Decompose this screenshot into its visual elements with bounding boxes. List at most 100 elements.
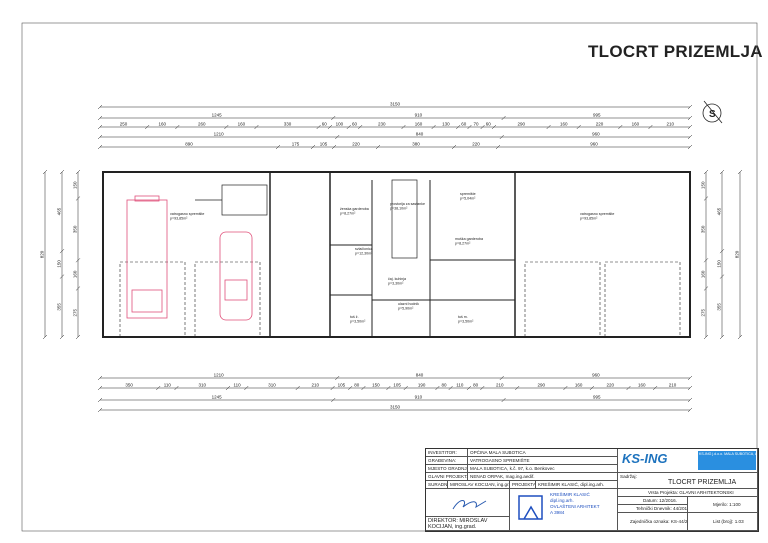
drawing-title: TLOCRT PRIZEMLJA — [588, 42, 763, 61]
content-block: Sadržaj: TLOCRT PRIZEMLJA — [618, 473, 758, 489]
dimension-label: 150 — [372, 383, 380, 388]
dimension-label: 840 — [416, 373, 424, 378]
svg-text:S: S — [709, 109, 716, 120]
dimension-label: 210 — [311, 383, 319, 388]
dimension-label: 190 — [418, 383, 426, 388]
dimension-label: 220 — [596, 122, 604, 127]
vehicle — [219, 231, 253, 321]
dimension-label: 960 — [592, 132, 600, 137]
dimension-label: 150 — [717, 260, 722, 268]
dimension-label: 60 — [461, 122, 467, 127]
dimension-label: 160 — [575, 383, 583, 388]
room-name: tuš ž. — [350, 315, 359, 319]
dimension-label: 275 — [73, 308, 78, 316]
room-area: p=3,50m² — [458, 320, 474, 324]
dimension-label: 330 — [284, 122, 292, 127]
dimension-label: 910 — [415, 113, 423, 118]
project-type: Vrsta Projekta: GLAVNI ARHITEKTONSKI — [618, 489, 758, 497]
dimension-label: 110 — [456, 383, 464, 388]
dimension-label: 820 — [40, 250, 45, 258]
room-area: p=8,27m² — [340, 212, 356, 216]
building-outline — [102, 171, 691, 338]
dimension-label: 80 — [354, 383, 360, 388]
dimension-label: 820 — [735, 250, 740, 258]
room-name: spremište — [460, 192, 476, 196]
dimension-label: 100 — [336, 122, 344, 127]
dimension-label: 995 — [593, 113, 601, 118]
dimension-label: 160 — [632, 122, 640, 127]
dimension-label: 250 — [120, 122, 128, 127]
room-name: svlačionica — [355, 247, 373, 251]
common-mark: Zajednička oznaka: KS-44/2016. — [618, 513, 688, 531]
dimension-label: 60 — [352, 122, 358, 127]
dimension-label: 840 — [416, 132, 424, 137]
dimension-label: 275 — [701, 308, 706, 316]
north-arrow-icon: S — [702, 100, 723, 124]
designer-value: KREŠIMIR KLASIĆ, dipl.ing.arh. — [536, 481, 618, 489]
dimension-label: 890 — [185, 142, 193, 147]
room-name: vatrogasno spremište — [580, 212, 614, 216]
chief-designer-label: GLAVNI PROJEKTANT: — [426, 473, 468, 481]
dimension-label: 150 — [57, 260, 62, 268]
dimension-label: 160 — [415, 122, 423, 127]
dimension-label: 465 — [57, 207, 62, 215]
dimension-label: 130 — [442, 122, 450, 127]
chief-designer-value: NENAD ORPAK, mag.ing.aedif. — [468, 473, 618, 481]
dimension-label: 910 — [415, 395, 423, 400]
location-label: MJESTO GRADNJE: — [426, 465, 468, 473]
room-area: p=12,30m² — [355, 252, 373, 256]
dimension-label: 160 — [73, 270, 78, 278]
dimension-label: 80 — [473, 383, 479, 388]
dimension-label: 210 — [496, 383, 504, 388]
sheet-content: TLOCRT PRIZEMLJA — [668, 479, 737, 486]
room-area: p=3,30m² — [388, 282, 404, 286]
content-label: Sadržaj: — [620, 474, 637, 479]
dimension-label: 310 — [198, 383, 206, 388]
room-area: p=93,85m² — [580, 217, 598, 221]
dimension-label: 960 — [592, 373, 600, 378]
dimension-label: 105 — [338, 383, 346, 388]
dimension-label: 220 — [472, 142, 480, 147]
date: Datum: 12/2016. — [618, 497, 688, 505]
dimension-label: 160 — [158, 122, 166, 127]
dimension-label: 350 — [701, 225, 706, 233]
dimension-label: 160 — [701, 270, 706, 278]
dimension-label: 220 — [606, 383, 614, 388]
dimension-label: 70 — [474, 122, 480, 127]
dimension-label: 160 — [638, 383, 646, 388]
investor-label: INVESTITOR: — [426, 449, 468, 457]
room-name: muška garderoba — [455, 237, 483, 241]
designer-label: PROJEKTANT: — [510, 481, 536, 489]
dimension-label: 350 — [125, 383, 133, 388]
dimension-label: 355 — [717, 303, 722, 311]
dimension-label: 220 — [352, 142, 360, 147]
investor-value: OPĆINA MALA SUBOTICA — [468, 449, 618, 457]
dimension-label: 260 — [198, 122, 206, 127]
dimension-label: 60 — [322, 122, 328, 127]
dimension-label: 1245 — [212, 113, 223, 118]
dimension-label: 355 — [57, 303, 62, 311]
company-info: KS-ING j.d.o.o. MALA SUBOTICA, ADRESA: Đ… — [698, 451, 757, 470]
room-name: čaj. kuhinja — [388, 277, 406, 281]
room-name: ženska garderoba — [340, 207, 369, 211]
scale: Mjerilo: 1:100 — [688, 497, 758, 513]
company-logo: KS-ING — [622, 451, 668, 466]
room-area: p=5,04m² — [460, 197, 476, 201]
dimension-label: 105 — [393, 383, 401, 388]
dimension-label: 995 — [593, 395, 601, 400]
tech-diary: Tehnički Dnevnik: 44/2016. — [618, 505, 688, 513]
dimension-label: 1210 — [214, 132, 225, 137]
director-label: DIREKTOR: — [428, 517, 458, 524]
signature — [426, 489, 510, 517]
director-value: MIROSLAV KOCIJAN, ing.grad. — [428, 517, 488, 530]
room-name: vatrogasno spremište — [170, 212, 204, 216]
sheet-number: List (broj): 1.03 — [688, 513, 758, 531]
room-area: p=93,85m² — [170, 217, 188, 221]
building-label: GRAĐEVINA: — [426, 457, 468, 465]
company-logo-block: KS-ING KS-ING j.d.o.o. MALA SUBOTICA, AD… — [618, 449, 758, 473]
dimension-label: 80 — [442, 383, 448, 388]
dimension-label: 3150 — [390, 405, 401, 410]
dimension-label: 350 — [73, 225, 78, 233]
